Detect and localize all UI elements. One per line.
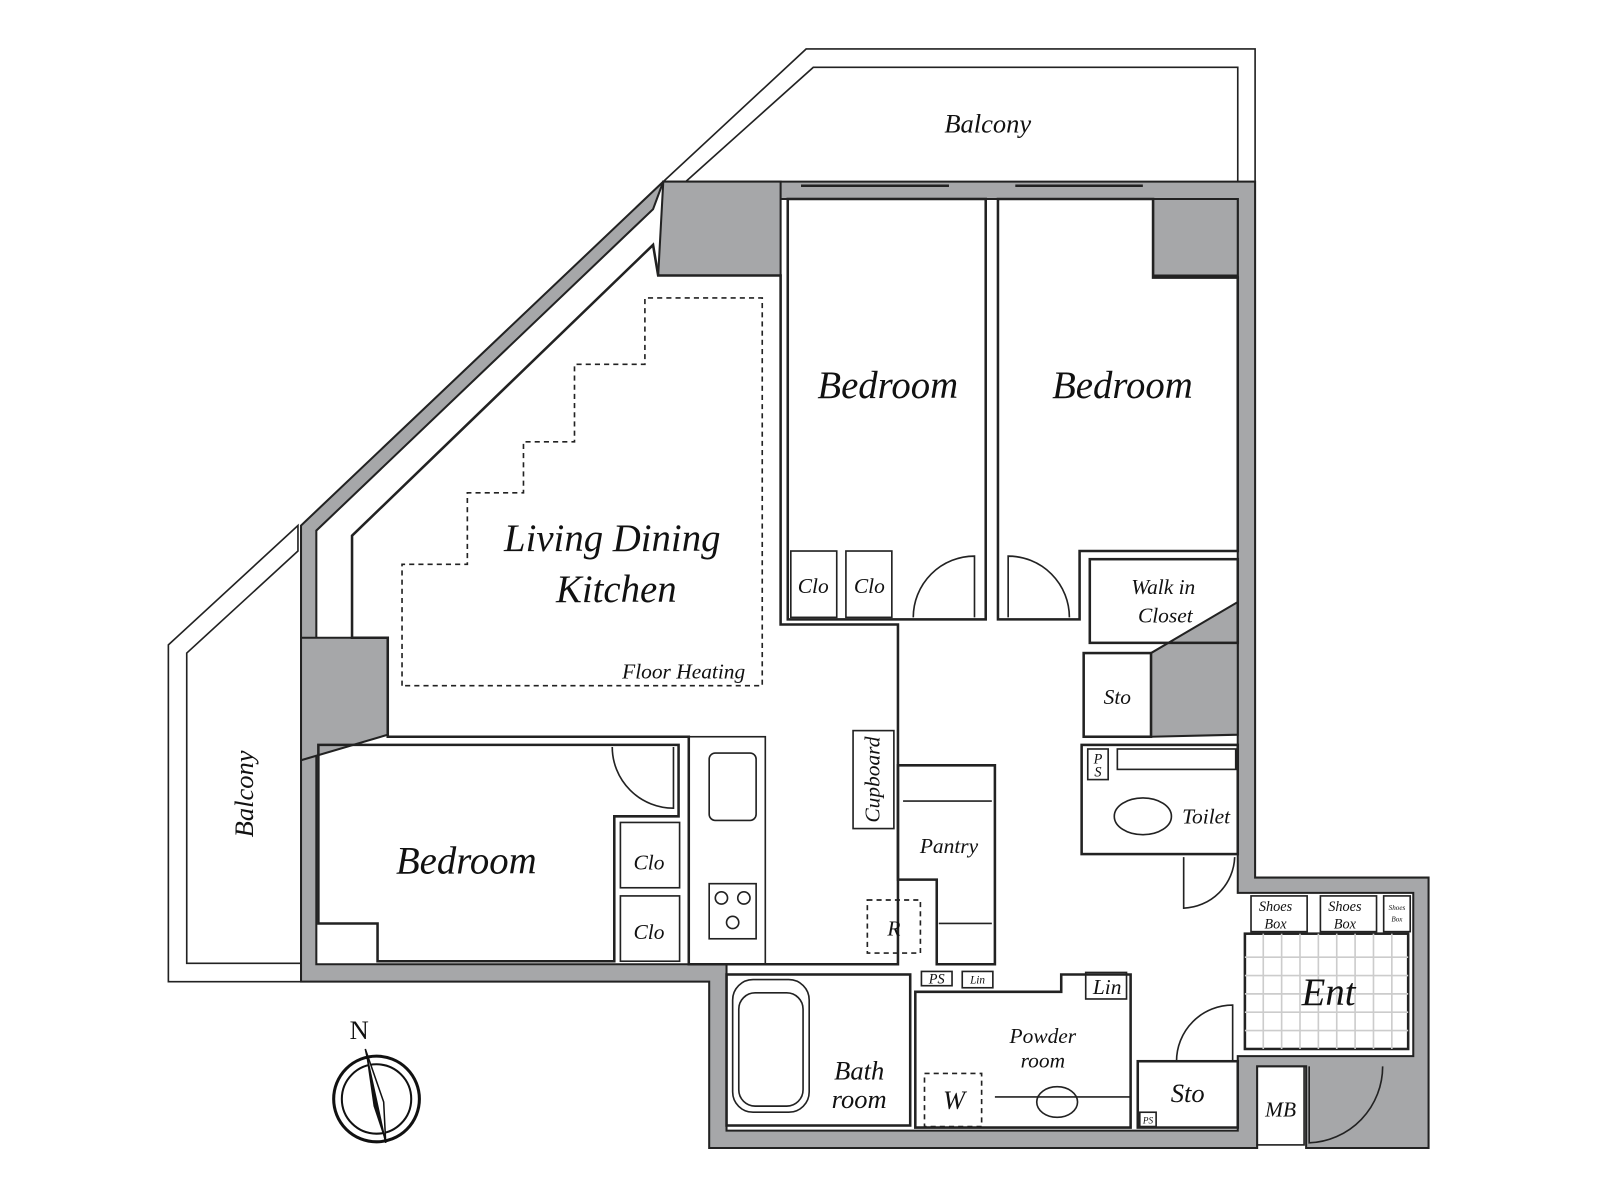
living-dining-kitchen: Living Dining Kitchen Floor Heating Cupb… — [350, 242, 922, 966]
entrance-label: Ent — [1301, 971, 1357, 1014]
balcony-top-label: Balcony — [944, 109, 1031, 139]
closet-4 — [619, 895, 681, 963]
shoes-box-3-label: Shoes — [1389, 904, 1406, 912]
shoes-box-1-label-2: Box — [1264, 917, 1287, 933]
front-door-icon[interactable] — [1308, 1066, 1384, 1144]
closet-1 — [790, 550, 838, 619]
linen-1-label: Lin — [969, 975, 985, 987]
floor-heating-label: Floor Heating — [621, 660, 745, 684]
stove-icon — [708, 882, 757, 940]
pantry-label: Pantry — [919, 834, 979, 858]
compass-icon: N — [332, 1015, 421, 1144]
sink-icon — [708, 752, 757, 822]
storage-hall: Sto — [1082, 651, 1153, 739]
closet-1-label: Clo — [798, 574, 829, 598]
ps-3-label: PS — [1142, 1115, 1154, 1125]
balcony-top: Balcony — [661, 48, 1256, 183]
door-icon — [1007, 555, 1071, 618]
powder-room: PS Lin Lin Powder room W — [914, 970, 1132, 1129]
closet-2 — [845, 550, 893, 619]
powder-label-line1: Powder — [1009, 1024, 1077, 1048]
bathroom: Bath room — [725, 973, 912, 1127]
walk-in-label-line1: Walk in — [1131, 575, 1195, 599]
walk-in-label-line2: Closet — [1138, 603, 1194, 627]
ps-label: P — [1093, 751, 1103, 767]
shoes-box-1-label: Shoes — [1259, 899, 1293, 915]
toilet-room: P S Toilet — [1080, 743, 1240, 910]
closet-3-label: Clo — [634, 850, 665, 874]
toilet-icon — [1113, 797, 1173, 836]
powder-label-line2: room — [1021, 1048, 1065, 1072]
bedroom-3-label: Bedroom — [396, 839, 537, 882]
walk-in-closet — [1088, 557, 1240, 645]
bedroom-1-label: Bedroom — [817, 364, 958, 407]
door-icon — [912, 555, 976, 618]
storage-2-label: Sto — [1171, 1078, 1205, 1108]
refrigerator-label: R — [886, 917, 900, 941]
balcony-left-label: Balcony — [229, 750, 259, 837]
bath-label-line1: Bath — [834, 1056, 884, 1086]
washer-space — [923, 1072, 983, 1128]
bath-label-line2: room — [832, 1084, 887, 1114]
washbasin-icon — [1035, 1085, 1079, 1119]
cupboard-label: Cupboard — [861, 736, 885, 822]
compass-north-label: N — [350, 1015, 369, 1045]
refrigerator-space — [866, 899, 922, 954]
closet-4-label: Clo — [634, 920, 665, 944]
balcony-left: Balcony — [167, 523, 302, 983]
closet-2-label: Clo — [854, 574, 885, 598]
kitchen-counter — [687, 735, 767, 966]
bedroom-1: Bedroom Clo Clo — [786, 184, 1143, 621]
ldk-label-line2: Kitchen — [555, 568, 677, 611]
storage-entrance: PS Sto — [1136, 1004, 1240, 1129]
ps-2-label: PS — [928, 972, 945, 988]
bedroom-3: Bedroom Clo Clo — [317, 743, 681, 963]
washer-label: W — [943, 1085, 968, 1115]
entrance: Shoes Box Shoes Box Shoes Box Ent MB — [1243, 895, 1412, 1146]
pantry: Pantry — [896, 764, 997, 966]
ps-label-2: S — [1094, 765, 1101, 781]
closet-3 — [619, 821, 681, 889]
bedroom-2: Bedroom Walk in Closet — [996, 197, 1240, 645]
meter-box-label: MB — [1264, 1097, 1296, 1121]
bedroom-2-label: Bedroom — [1052, 364, 1193, 407]
walls — [300, 180, 1430, 1149]
linen-2-label: Lin — [1092, 975, 1122, 999]
cupboard — [852, 729, 895, 830]
shoes-box-3-label-2: Box — [1391, 915, 1403, 923]
storage-1-label: Sto — [1104, 685, 1132, 709]
ldk-label-line1: Living Dining — [503, 517, 720, 560]
shoes-box-2-label-2: Box — [1334, 917, 1357, 933]
toilet-label: Toilet — [1182, 804, 1231, 828]
shoes-box-2-label: Shoes — [1328, 899, 1362, 915]
bathtub-icon — [731, 978, 810, 1114]
